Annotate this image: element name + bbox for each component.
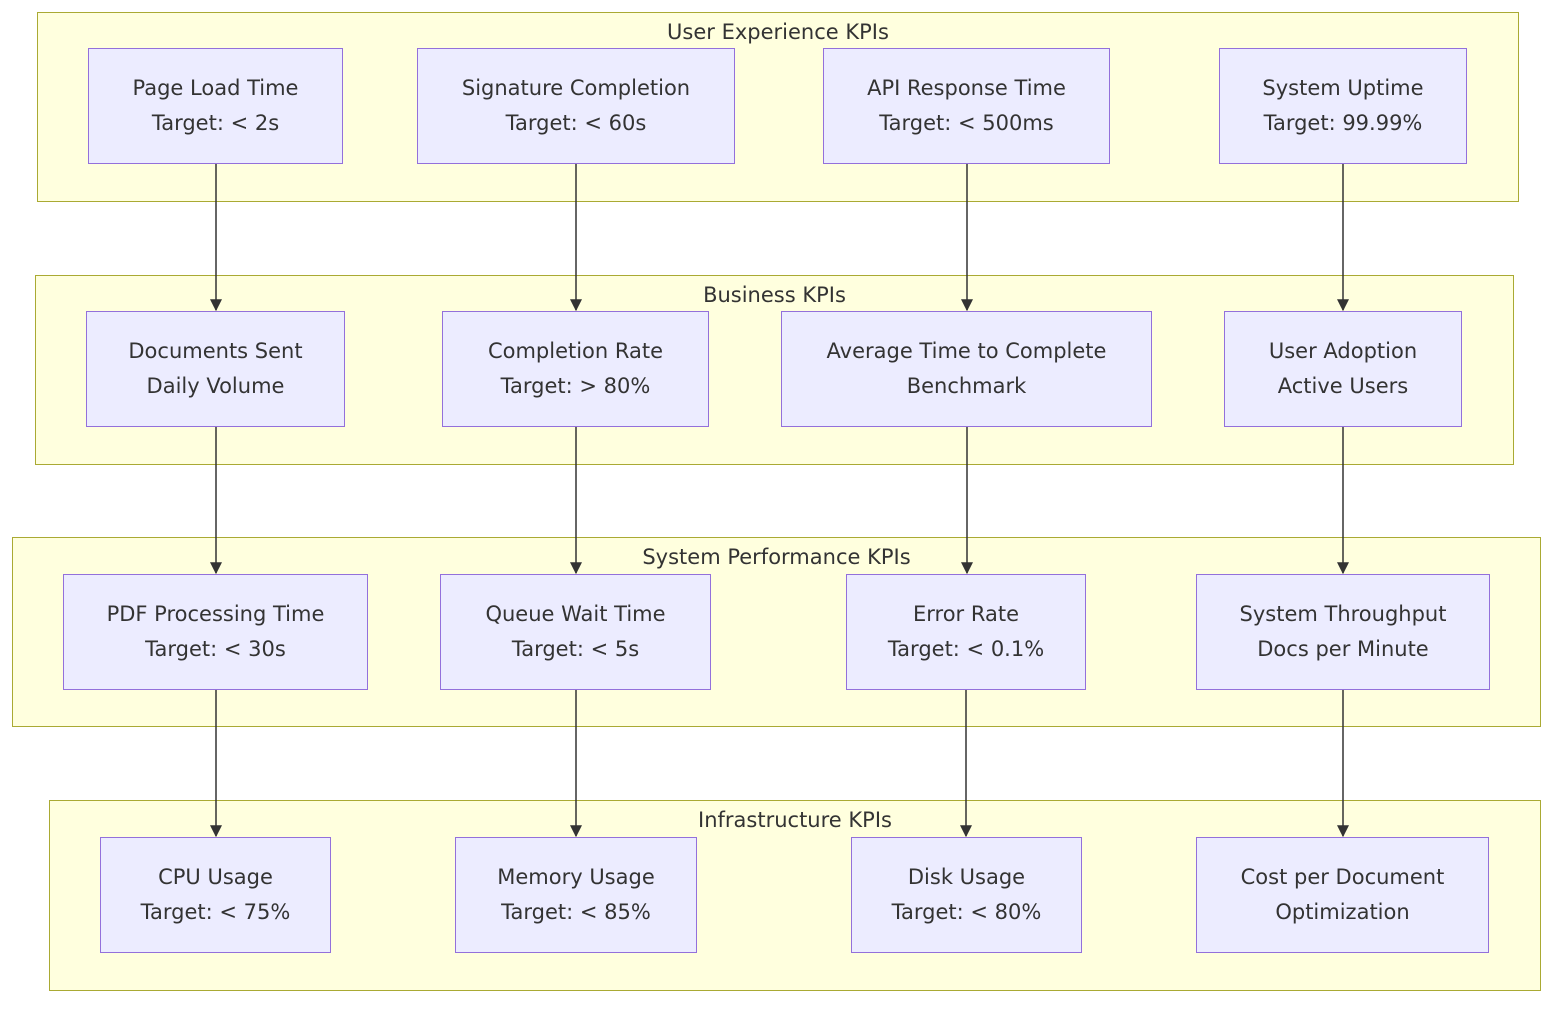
node-label: Queue Wait Time bbox=[485, 602, 666, 626]
node-disk-usage[interactable]: Disk Usage Target: < 80% bbox=[851, 837, 1082, 953]
node-sublabel: Target: < 0.1% bbox=[887, 637, 1045, 661]
node-completion-rate[interactable]: Completion Rate Target: > 80% bbox=[442, 311, 709, 427]
node-queue-wait-time[interactable]: Queue Wait Time Target: < 5s bbox=[440, 574, 711, 690]
node-cost-per-document[interactable]: Cost per Document Optimization bbox=[1196, 837, 1489, 953]
node-sublabel: Target: < 500ms bbox=[879, 111, 1054, 135]
node-sublabel: Target: < 5s bbox=[511, 637, 640, 661]
node-label: Average Time to Complete bbox=[826, 339, 1107, 363]
node-label: Error Rate bbox=[912, 602, 1019, 626]
node-sublabel: Target: < 85% bbox=[501, 900, 651, 924]
node-pdf-processing-time[interactable]: PDF Processing Time Target: < 30s bbox=[63, 574, 368, 690]
node-sublabel: Target: < 80% bbox=[891, 900, 1042, 924]
node-label: CPU Usage bbox=[158, 865, 273, 889]
node-label: PDF Processing Time bbox=[106, 602, 325, 626]
node-label: Memory Usage bbox=[497, 865, 655, 889]
group-title: User Experience KPIs bbox=[667, 20, 889, 44]
node-sublabel: Docs per Minute bbox=[1257, 637, 1429, 661]
node-label: System Uptime bbox=[1262, 76, 1424, 100]
node-documents-sent[interactable]: Documents Sent Daily Volume bbox=[86, 311, 345, 427]
node-label: System Throughput bbox=[1239, 602, 1447, 626]
node-label: Documents Sent bbox=[128, 339, 303, 363]
node-label: User Adoption bbox=[1268, 339, 1418, 363]
node-sublabel: Optimization bbox=[1275, 900, 1410, 924]
node-user-adoption[interactable]: User Adoption Active Users bbox=[1224, 311, 1462, 427]
node-sublabel: Target: < 2s bbox=[151, 111, 280, 135]
node-label: Page Load Time bbox=[132, 76, 299, 100]
node-sublabel: Target: < 30s bbox=[145, 637, 286, 661]
node-sublabel: Target: > 80% bbox=[500, 374, 651, 398]
node-label: Signature Completion bbox=[461, 76, 691, 100]
node-sublabel: Target: 99.99% bbox=[1263, 111, 1423, 135]
group-title: System Performance KPIs bbox=[642, 545, 911, 569]
node-label: Disk Usage bbox=[907, 865, 1026, 889]
node-api-response-time[interactable]: API Response Time Target: < 500ms bbox=[823, 48, 1110, 164]
node-label: Cost per Document bbox=[1240, 865, 1445, 889]
group-title: Business KPIs bbox=[703, 283, 846, 307]
node-system-throughput[interactable]: System Throughput Docs per Minute bbox=[1196, 574, 1490, 690]
node-page-load-time[interactable]: Page Load Time Target: < 2s bbox=[88, 48, 343, 164]
node-label: Completion Rate bbox=[487, 339, 664, 363]
node-error-rate[interactable]: Error Rate Target: < 0.1% bbox=[846, 574, 1086, 690]
node-sublabel: Target: < 75% bbox=[140, 900, 291, 924]
node-sublabel: Target: < 60s bbox=[505, 111, 647, 135]
node-sublabel: Benchmark bbox=[906, 374, 1027, 398]
node-cpu-usage[interactable]: CPU Usage Target: < 75% bbox=[100, 837, 331, 953]
node-label: API Response Time bbox=[867, 76, 1066, 100]
node-memory-usage[interactable]: Memory Usage Target: < 85% bbox=[455, 837, 697, 953]
node-sublabel: Daily Volume bbox=[146, 374, 285, 398]
node-sublabel: Active Users bbox=[1277, 374, 1409, 398]
node-signature-completion[interactable]: Signature Completion Target: < 60s bbox=[417, 48, 735, 164]
node-system-uptime[interactable]: System Uptime Target: 99.99% bbox=[1219, 48, 1467, 164]
node-average-time-to-complete[interactable]: Average Time to Complete Benchmark bbox=[781, 311, 1152, 427]
group-title: Infrastructure KPIs bbox=[698, 808, 892, 832]
